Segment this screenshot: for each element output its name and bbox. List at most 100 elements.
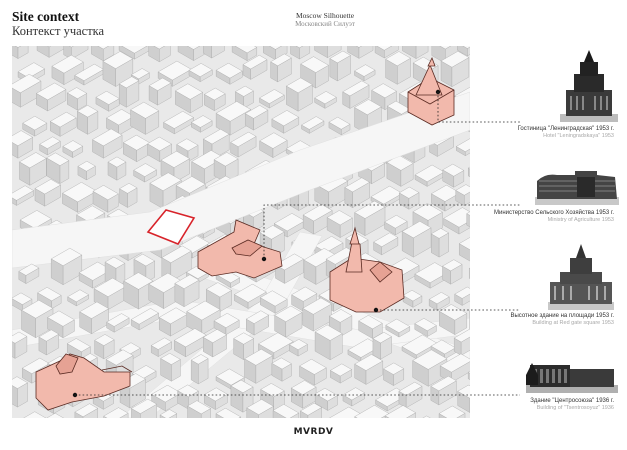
leningradskaya-photo	[560, 50, 618, 122]
context-building	[344, 177, 370, 193]
context-building	[484, 88, 499, 111]
leader-leningradskaya	[437, 92, 520, 123]
context-building	[104, 256, 126, 269]
context-building	[259, 225, 285, 240]
context-building	[471, 52, 499, 68]
context-building	[354, 99, 382, 116]
context-building	[495, 260, 507, 284]
context-building	[402, 26, 428, 41]
context-building	[439, 353, 470, 373]
context-building	[385, 318, 411, 334]
context-building	[299, 46, 311, 60]
context-building	[469, 95, 470, 114]
leader-agriculture	[263, 204, 520, 259]
context-building	[327, 46, 342, 59]
context-building	[430, 228, 450, 239]
context-building	[103, 46, 115, 62]
context-building	[186, 300, 221, 321]
caption-tsentrosoyuz-ru: Здание "Центросоюза" 1936 г.	[530, 398, 614, 404]
context-building	[188, 63, 213, 77]
context-building	[465, 142, 470, 157]
context-building	[285, 77, 313, 94]
context-building	[371, 83, 397, 99]
context-building	[76, 205, 106, 223]
context-building	[302, 204, 333, 222]
context-building	[174, 274, 200, 289]
context-building	[384, 214, 408, 229]
context-building	[215, 101, 252, 122]
context-building	[123, 272, 154, 290]
context-building	[275, 253, 304, 271]
context-building	[401, 221, 432, 239]
center-title-en: Moscow Silhouette	[295, 11, 355, 20]
context-building	[314, 324, 343, 341]
context-building	[469, 268, 470, 285]
context-building	[354, 354, 384, 371]
context-building	[499, 91, 510, 111]
context-building	[133, 163, 157, 177]
context-building	[94, 334, 115, 346]
caption-agriculture-en: Ministry of Agriculture 1953	[547, 217, 614, 223]
context-building	[468, 257, 470, 276]
context-building	[230, 131, 257, 147]
context-building	[35, 82, 67, 101]
context-building	[174, 83, 204, 100]
context-building	[49, 111, 77, 128]
context-building	[468, 167, 470, 182]
context-building	[203, 387, 228, 402]
context-building	[259, 89, 285, 104]
context-building	[130, 101, 160, 119]
context-building	[467, 366, 470, 379]
context-building	[454, 286, 470, 299]
context-building	[373, 232, 399, 247]
context-building	[150, 337, 173, 350]
context-building	[457, 384, 470, 399]
context-building	[177, 46, 205, 50]
context-building	[275, 46, 288, 61]
context-building	[67, 289, 90, 303]
context-building	[385, 51, 411, 67]
context-building	[464, 189, 470, 206]
context-building	[160, 150, 191, 168]
context-building	[202, 128, 230, 145]
context-building	[34, 179, 62, 195]
context-building	[496, 281, 511, 309]
context-building	[354, 64, 376, 77]
context-building	[17, 62, 46, 79]
context-building	[233, 283, 267, 303]
context-building	[467, 160, 470, 174]
red-gate-photo	[548, 244, 614, 310]
context-building	[300, 56, 329, 73]
context-building	[215, 62, 243, 79]
context-building	[76, 105, 99, 118]
context-building	[487, 276, 511, 290]
context-building	[213, 152, 239, 167]
context-building	[290, 380, 317, 395]
context-building	[161, 245, 192, 264]
caption-agriculture-ru: Министерство Сельского Хозяйства 1953 г.	[494, 210, 614, 216]
context-building	[453, 326, 470, 343]
context-building	[498, 352, 525, 367]
context-building	[271, 110, 300, 127]
context-building	[246, 399, 274, 415]
context-building	[494, 30, 512, 59]
context-building	[414, 318, 437, 332]
context-building	[290, 46, 311, 49]
context-building	[231, 46, 258, 54]
context-building	[242, 54, 268, 70]
context-building	[495, 164, 504, 181]
context-building	[274, 305, 303, 322]
context-building	[455, 137, 470, 152]
context-building	[39, 136, 61, 149]
context-building	[504, 163, 515, 181]
context-building	[442, 163, 465, 177]
context-building	[175, 176, 206, 194]
context-building	[315, 28, 342, 43]
context-building	[147, 136, 173, 152]
context-building	[160, 353, 181, 365]
context-building	[45, 412, 70, 418]
context-building	[234, 85, 254, 97]
context-building	[119, 183, 138, 194]
context-building	[17, 46, 29, 59]
context-building	[211, 46, 225, 59]
